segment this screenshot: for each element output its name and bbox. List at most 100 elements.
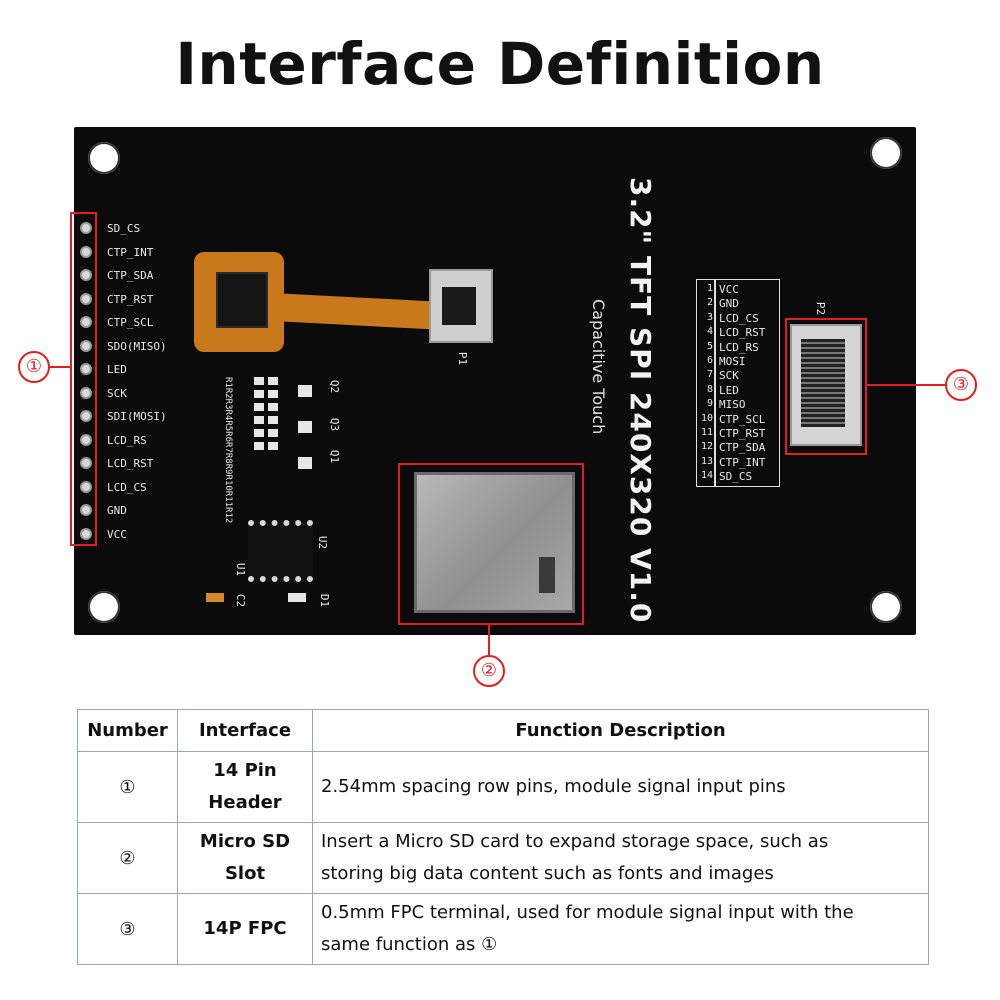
callout-box-2 xyxy=(398,463,584,625)
p2-label: P2 xyxy=(814,301,828,316)
fpc-pin-number: 1 xyxy=(706,283,713,294)
row-description-line: same function as ① xyxy=(321,934,498,955)
u1-label: U1 xyxy=(234,562,248,577)
header-function: Function Description xyxy=(312,709,929,752)
resistor-pad xyxy=(268,442,278,450)
header-pin xyxy=(80,269,92,281)
fpc-pin-number: 13 xyxy=(700,455,713,467)
mount-hole xyxy=(870,591,902,623)
q1-label: Q1 xyxy=(328,449,342,464)
header-pin xyxy=(80,245,92,258)
fpc-pin-name: CTP_SDA xyxy=(719,441,766,455)
resistor-pad xyxy=(268,377,278,385)
fpc-pin-name: SD_CS xyxy=(719,470,753,484)
row-interface-line: Header xyxy=(208,792,282,813)
resistor-pad xyxy=(254,403,264,411)
row-description-line: storing big data content such as fonts a… xyxy=(321,863,774,884)
fpc-pin-number: 8 xyxy=(706,383,713,395)
resistor-pad xyxy=(254,416,264,424)
row-number: ② xyxy=(77,822,178,894)
resistor-pad xyxy=(268,416,278,424)
touch-ic-chip xyxy=(216,272,268,328)
header-pin-label: SDO(MISO) xyxy=(107,339,167,353)
header-pin xyxy=(80,410,92,422)
header-pin xyxy=(80,386,92,399)
header-number: Number xyxy=(77,709,178,752)
d1-label: D1 xyxy=(318,593,332,608)
row-number: ③ xyxy=(77,893,178,965)
u2-label: U2 xyxy=(316,535,330,550)
fpc-pin-name: VCC xyxy=(719,283,739,296)
transistor xyxy=(298,457,312,469)
row-interface-line: Micro SD xyxy=(199,831,291,852)
page-title: Interface Definition xyxy=(175,30,825,98)
table-header-row: Number Interface Function Description xyxy=(77,709,929,752)
fpc-pin-name: LCD_RS xyxy=(719,340,759,354)
header-pin xyxy=(80,316,92,328)
row-interface: 14P FPC xyxy=(177,893,313,965)
header-pin-label: CTP_SDA xyxy=(107,269,154,282)
fpc-pin-number: 9 xyxy=(706,398,713,410)
header-pin-label: LCD_RST xyxy=(107,457,154,470)
fpc-pin-number: 11 xyxy=(700,427,713,438)
callout-box-3 xyxy=(785,318,867,455)
fpc-pin-number: 5 xyxy=(706,340,713,352)
touch-fpc-slot xyxy=(442,287,476,325)
table-row: ① 14 Pin Header 2.54mm spacing row pins,… xyxy=(77,751,929,823)
resistor-pad xyxy=(254,429,264,437)
board-title: 3.2" TFT SPI 240X320 V1.0 xyxy=(624,177,657,624)
p1-label: P1 xyxy=(456,351,470,366)
row-description-line: 0.5mm FPC terminal, used for module sign… xyxy=(321,902,854,923)
row-interface-line: 14 Pin xyxy=(213,760,277,781)
fpc-pin-number: 6 xyxy=(706,355,713,366)
touch-flex-arm xyxy=(263,292,435,330)
callout-badge-1: ① xyxy=(18,351,50,383)
fpc-pin-name: MOSI xyxy=(719,355,746,368)
resistor-pad xyxy=(268,403,278,411)
callout-line-1 xyxy=(48,366,70,368)
callout-line-3 xyxy=(867,384,945,386)
callout-badge-3: ③ xyxy=(945,369,977,401)
header-pin-label: SDI(MOSI) xyxy=(107,410,167,423)
fpc-pin-name: CTP_RST xyxy=(719,427,766,440)
header-pin-label: CTP_RST xyxy=(107,292,154,306)
fpc-pin-name: LED xyxy=(719,383,739,397)
fpc-pin-number: 3 xyxy=(706,311,713,323)
fpc-pin-number: 7 xyxy=(706,369,713,381)
row-interface-line: 14P FPC xyxy=(203,918,287,939)
transistor xyxy=(298,385,312,397)
fpc-pin-name: LCD_RST xyxy=(719,326,766,340)
fpc-pin-name: SCK xyxy=(719,369,739,383)
mount-hole xyxy=(88,591,120,623)
fpc-14p-contacts xyxy=(801,339,845,427)
header-pin-label: LCD_CS xyxy=(107,480,147,494)
mount-hole xyxy=(88,142,120,174)
touch-fpc-connector xyxy=(429,269,493,343)
header-pin xyxy=(80,457,92,469)
row-description: Insert a Micro SD card to expand storage… xyxy=(312,822,929,894)
table-row: ② Micro SD Slot Insert a Micro SD card t… xyxy=(77,822,929,894)
row-interface: Micro SD Slot xyxy=(177,822,313,894)
led-diode xyxy=(288,593,306,602)
resistor-pad xyxy=(268,390,278,398)
header-pin xyxy=(80,339,92,352)
row-description-line: 2.54mm spacing row pins, module signal i… xyxy=(321,776,786,797)
row-interface: 14 Pin Header xyxy=(177,751,313,823)
pin-header xyxy=(74,217,98,547)
resistor-labels: R1R2R3R4R5R6R7R8R9R10R11R12 xyxy=(223,377,233,524)
table-row: ③ 14P FPC 0.5mm FPC terminal, used for m… xyxy=(77,893,929,965)
level-shifter-ic xyxy=(248,520,313,582)
resistor-pad xyxy=(268,429,278,437)
row-interface-line: Slot xyxy=(224,863,266,884)
fpc-pin-name: LCD_CS xyxy=(719,311,759,325)
fpc-pin-number: 4 xyxy=(706,326,713,338)
header-pin-label: SCK xyxy=(107,386,127,400)
row-number: ① xyxy=(77,751,178,823)
resistor-pad xyxy=(254,442,264,450)
row-description: 2.54mm spacing row pins, module signal i… xyxy=(312,751,929,823)
header-pin xyxy=(80,363,92,375)
header-pin-label: CTP_SCL xyxy=(107,316,154,329)
header-pin-label: LCD_RS xyxy=(107,433,147,447)
